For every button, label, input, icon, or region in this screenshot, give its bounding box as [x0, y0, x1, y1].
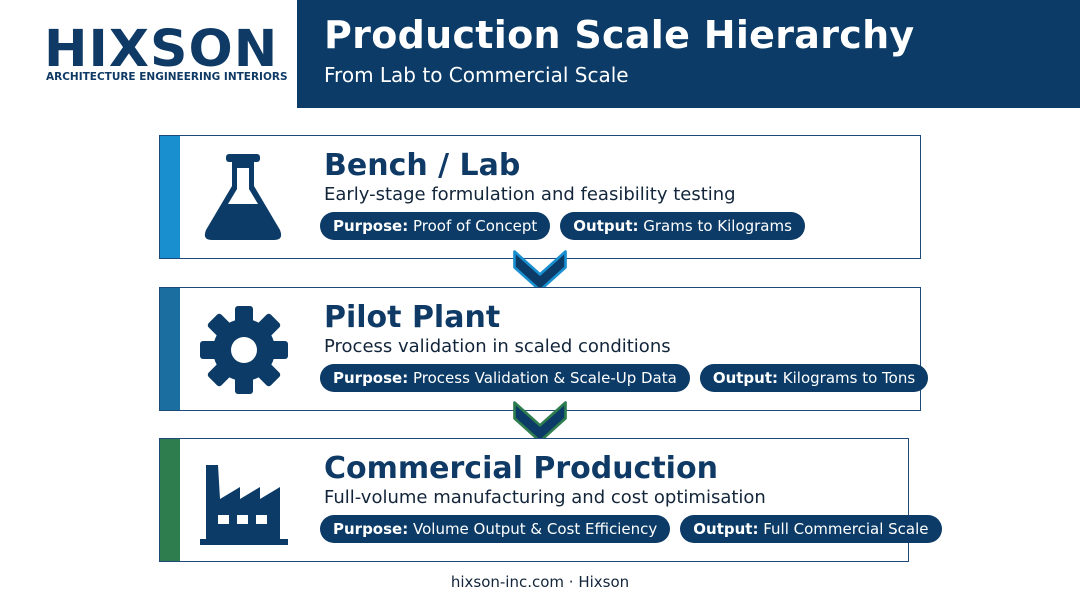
stage-title: Bench / Lab	[324, 148, 521, 183]
chevron-down-icon	[513, 250, 567, 292]
purpose-value: Proof of Concept	[413, 217, 538, 235]
output-value: Kilograms to Tons	[782, 369, 916, 387]
purpose-badge: Purpose: Process Validation & Scale-Up D…	[320, 364, 690, 392]
footer-credit: hixson-inc.com · Hixson	[450, 573, 630, 591]
stage-description: Full-volume manufacturing and cost optim…	[324, 487, 766, 508]
output-badge: Output: Full Commercial Scale	[680, 515, 942, 543]
stage-accent-stripe	[160, 439, 180, 561]
output-value: Grams to Kilograms	[643, 217, 792, 235]
chevron-down-icon	[513, 401, 567, 443]
purpose-value: Volume Output & Cost Efficiency	[413, 520, 658, 538]
stage-card-bench-lab: Bench / Lab Early-stage formulation and …	[159, 135, 921, 259]
stage-title: Commercial Production	[324, 451, 718, 486]
factory-icon	[200, 465, 288, 545]
output-label: Output:	[573, 217, 639, 235]
logo-wordmark: HIXSON	[44, 20, 279, 79]
purpose-label: Purpose:	[333, 369, 409, 387]
stage-title: Pilot Plant	[324, 300, 501, 335]
stage-card-pilot-plant: Pilot Plant Process validation in scaled…	[159, 287, 929, 411]
purpose-badge: Purpose: Volume Output & Cost Efficiency	[320, 515, 671, 543]
purpose-label: Purpose:	[333, 217, 409, 235]
stage-card-commercial-production: Commercial Production Full-volume manufa…	[159, 438, 942, 562]
logo-tagline: ARCHITECTURE ENGINEERING INTERIORS	[46, 71, 288, 83]
page-title: Production Scale Hierarchy	[324, 13, 915, 57]
output-value: Full Commercial Scale	[763, 520, 929, 538]
stage-description: Process validation in scaled conditions	[324, 336, 671, 357]
logo: HIXSON ARCHITECTURE ENGINEERING INTERIOR…	[0, 0, 297, 108]
flask-icon	[204, 154, 282, 240]
stage-description: Early-stage formulation and feasibility …	[324, 184, 736, 205]
output-badge: Output: Grams to Kilograms	[560, 212, 805, 240]
output-label: Output:	[712, 369, 779, 387]
page-subtitle: From Lab to Commercial Scale	[324, 63, 629, 87]
output-badge: Output: Kilograms to Tons	[699, 364, 929, 392]
gear-icon	[200, 306, 288, 394]
purpose-label: Purpose:	[333, 520, 409, 538]
output-label: Output:	[693, 520, 759, 538]
header-band: Production Scale Hierarchy From Lab to C…	[297, 0, 1080, 108]
purpose-value: Process Validation & Scale-Up Data	[413, 369, 677, 387]
purpose-badge: Purpose: Proof of Concept	[320, 212, 551, 240]
stage-accent-stripe	[160, 288, 180, 410]
stage-accent-stripe	[160, 136, 180, 258]
